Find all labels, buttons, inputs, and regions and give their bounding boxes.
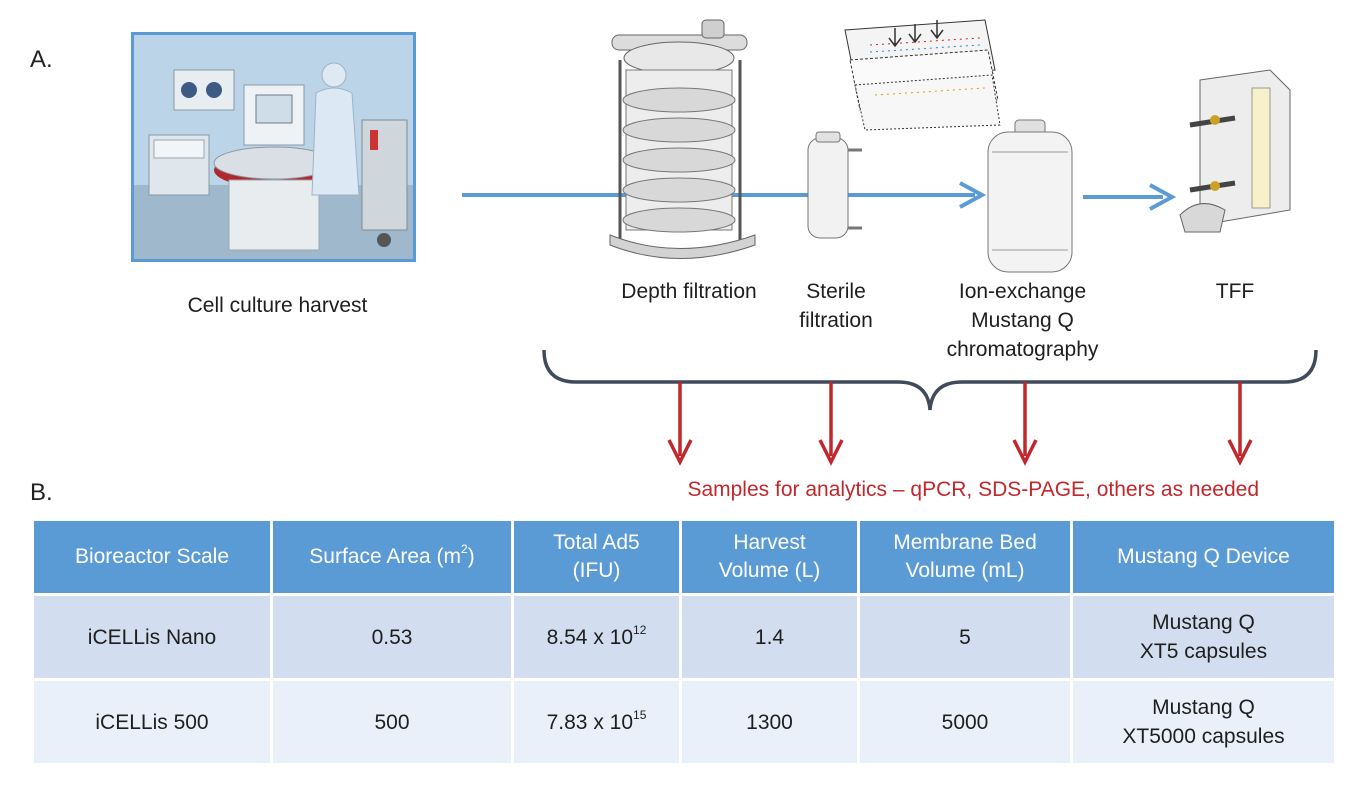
cell-ad5: 8.54 x 1012 <box>514 596 679 678</box>
cell-ad5: 7.83 x 1015 <box>514 681 679 763</box>
bioreactor-photo-illustration <box>134 35 413 259</box>
step-label-depth-filtration: Depth filtration <box>621 280 757 303</box>
cell-scale: iCELLis 500 <box>34 681 270 763</box>
cell-area: 500 <box>273 681 511 763</box>
flow-arrow-tff-head <box>1149 183 1177 211</box>
sample-arrow-sterile <box>818 382 844 466</box>
table-header-row: Bioreactor Scale Surface Area (m2) Total… <box>34 521 1334 593</box>
samples-note: Samples for analytics – qPCR, SDS-PAGE, … <box>687 478 1259 501</box>
header-bioreactor-scale: Bioreactor Scale <box>34 521 270 593</box>
step-label-ion-exchange: Ion-exchange Mustang Q chromatography <box>946 280 1099 361</box>
depth-filter-illustration <box>609 19 756 259</box>
cell-harvest-volume: 1.4 <box>682 596 857 678</box>
table-row: iCELLis Nano 0.53 8.54 x 1012 1.4 5 Must… <box>34 596 1334 678</box>
flow-arrow-main-head <box>959 181 987 209</box>
panel-a-label: A. <box>30 46 53 73</box>
step-label-sterile-filtration: Sterile filtration <box>799 280 873 332</box>
sample-arrow-depth <box>667 382 693 466</box>
harvest-photo <box>131 32 416 262</box>
step-label-tff: TFF <box>1215 280 1255 303</box>
cell-membrane: 5 <box>860 596 1070 678</box>
header-total-ad5: Total Ad5(IFU) <box>514 521 679 593</box>
table-row: iCELLis 500 500 7.83 x 1015 1300 5000 Mu… <box>34 681 1334 763</box>
cell-area: 0.53 <box>273 596 511 678</box>
mustang-q-capsule-illustration <box>987 119 1073 273</box>
header-surface-area: Surface Area (m2) <box>273 521 511 593</box>
cell-harvest-volume: 1300 <box>682 681 857 763</box>
panel-b-label: B. <box>30 479 53 506</box>
cell-membrane: 5000 <box>860 681 1070 763</box>
step-label-harvest: Cell culture harvest <box>187 294 368 317</box>
sterile-filter-illustration <box>807 131 862 239</box>
process-scale-table: Bioreactor Scale Surface Area (m2) Total… <box>31 518 1337 766</box>
membrane-schematic-illustration <box>844 19 1001 131</box>
cell-scale: iCELLis Nano <box>34 596 270 678</box>
tff-cassette-illustration <box>1179 69 1291 233</box>
sample-arrow-ion <box>1012 382 1038 466</box>
sampling-brace <box>542 349 1318 411</box>
sample-arrow-tff <box>1227 382 1253 466</box>
header-mustang-q-device: Mustang Q Device <box>1073 521 1334 593</box>
